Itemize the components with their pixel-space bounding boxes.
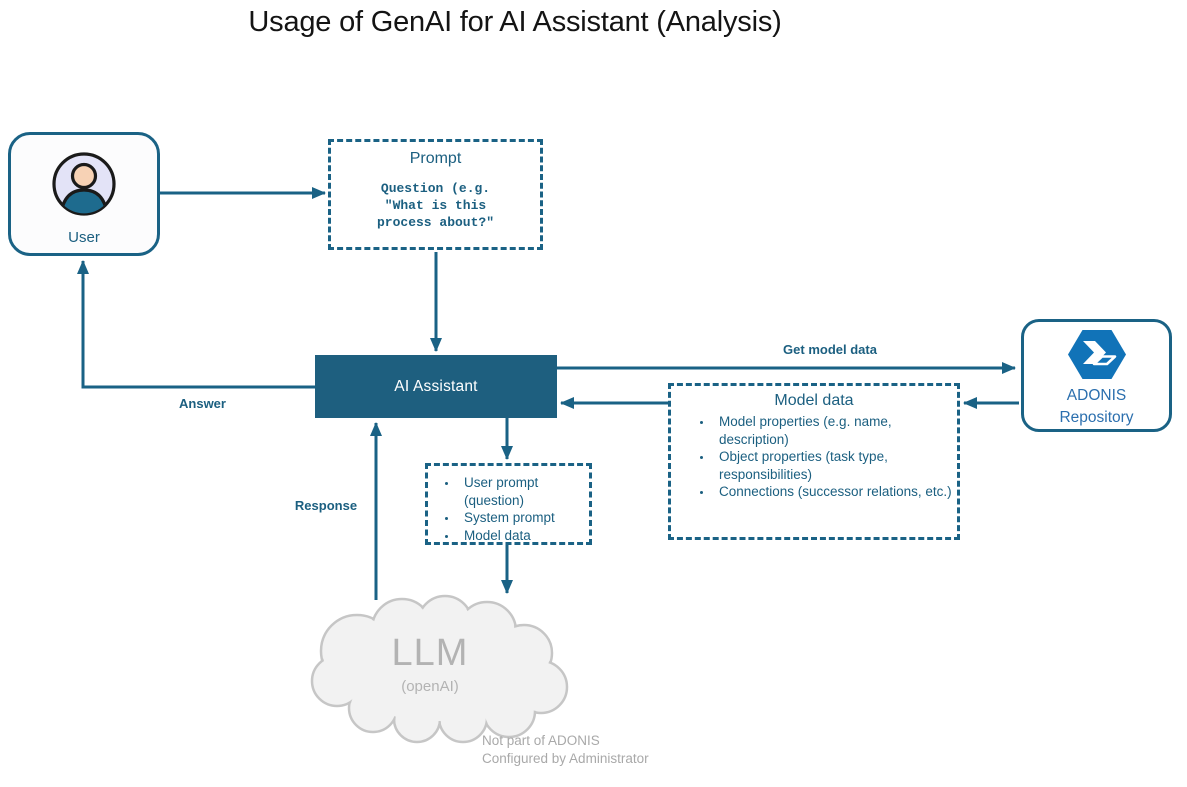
model-data-box-title: Model data: [774, 392, 854, 409]
list-item: System prompt: [458, 509, 589, 527]
list-item: Object properties (task type, responsibi…: [713, 448, 957, 483]
diagram-title: Usage of GenAI for AI Assistant (Analysi…: [248, 6, 782, 38]
external-note: Not part of ADONIS Configured by Adminis…: [482, 732, 649, 767]
list-item: Model data: [458, 527, 589, 545]
user-label: User: [68, 229, 100, 246]
prompt-text-line: Question (e.g.: [380, 181, 491, 196]
list-item: Connections (successor relations, etc.): [713, 483, 957, 501]
ai-assistant-label: AI Assistant: [394, 377, 478, 395]
llm-input-box: User prompt (question) System prompt Mod…: [425, 463, 592, 545]
response-edge-label: Response: [294, 498, 358, 513]
prompt-text-line: process about?": [376, 215, 495, 230]
llm-cloud-node: [305, 593, 571, 745]
adonis-repository-node: ADONIS Repository: [1021, 319, 1172, 432]
get-model-data-edge-label: Get model data: [783, 342, 877, 357]
user-node: User: [8, 132, 160, 256]
prompt-box-title: Prompt: [409, 150, 462, 167]
edge-ai-assistant-to-user-answer: [77, 260, 315, 389]
list-item: User prompt (question): [458, 474, 589, 509]
list-item: Model properties (e.g. name, description…: [713, 413, 957, 448]
llm-sublabel: (openAI): [401, 678, 459, 695]
note-line2: Configured by Administrator: [482, 750, 649, 766]
ai-assistant-node: AI Assistant: [315, 355, 557, 418]
hexagon-double-chevron-icon: [1067, 329, 1127, 385]
answer-edge-label: Answer: [179, 396, 226, 411]
model-data-box: Model data Model properties (e.g. name, …: [668, 383, 960, 540]
cloud-icon: [310, 594, 569, 744]
adonis-label-line1: ADONIS: [1066, 387, 1127, 404]
adonis-label-line2: Repository: [1059, 409, 1134, 427]
note-line1: Not part of ADONIS: [482, 733, 600, 748]
person-circle-icon: [51, 151, 117, 222]
prompt-box: Prompt Question (e.g. "What is this proc…: [328, 139, 543, 250]
prompt-text-line: "What is this: [384, 198, 487, 213]
llm-label: LLM: [391, 632, 469, 674]
